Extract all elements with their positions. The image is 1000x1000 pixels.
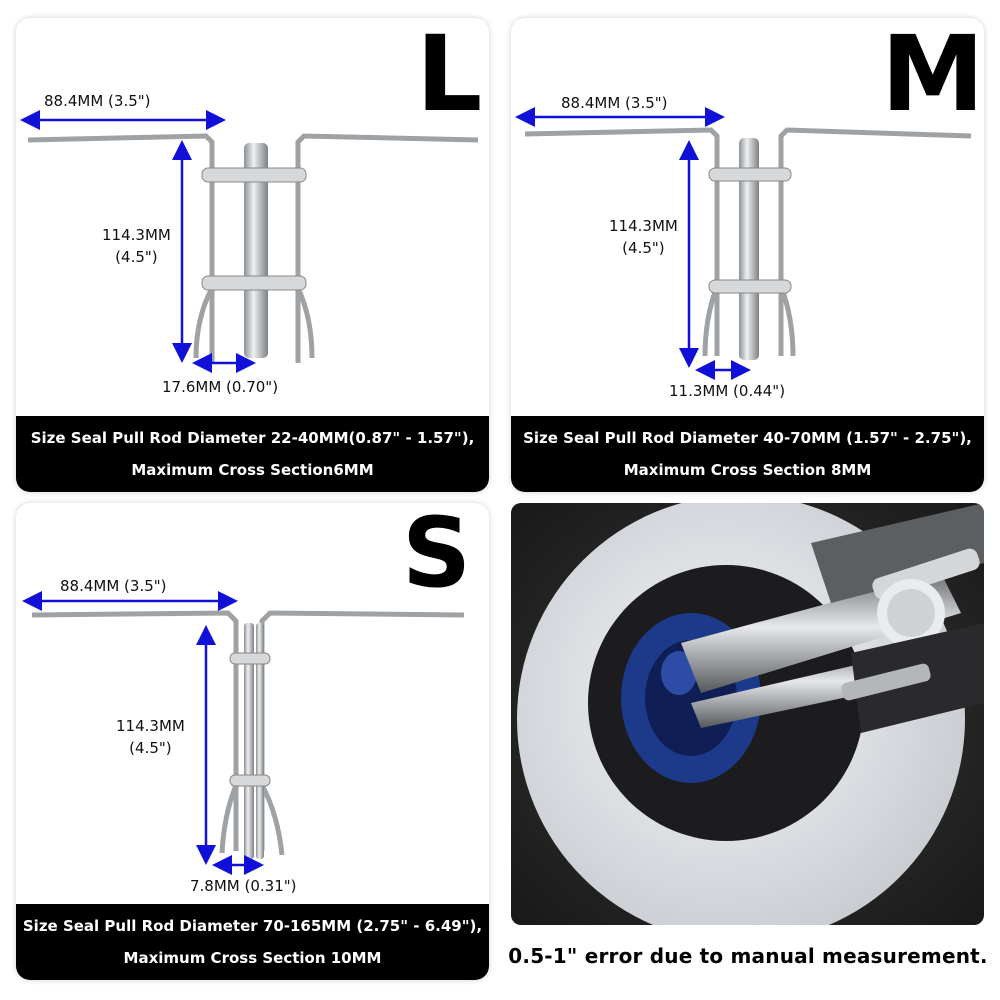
- size-l-panel: L 88.4MM (3.5") 114.3MM (4.5") 17.6MM (0…: [16, 18, 489, 492]
- height-label-s-mm: 114.3MM: [116, 717, 185, 735]
- size-letter-m: M: [881, 18, 984, 135]
- height-label-s-in: (4.5"): [129, 739, 172, 757]
- width-label-s: 88.4MM (3.5"): [60, 577, 167, 595]
- seal-puller-s-illustration: [22, 591, 465, 875]
- height-label-m-mm: 114.3MM: [609, 217, 678, 235]
- size-m-panel: M 88.4MM (3.5") 114.3MM (4.5") 11.3MM (0…: [511, 18, 984, 492]
- height-label-l-in: (4.5"): [115, 248, 158, 266]
- caption-m-line2: Maximum Cross Section 8MM: [623, 461, 872, 479]
- usage-photo-illustration: [511, 503, 984, 925]
- caption-l: Size Seal Pull Rod Diameter 22-40MM(0.87…: [16, 416, 489, 492]
- size-s-panel: S 88.4MM (3.5") 114.3MM (4.5") 7.8MM (0.…: [16, 503, 489, 980]
- size-letter-l: L: [416, 18, 483, 135]
- gap-label-s: 7.8MM (0.31"): [190, 877, 297, 895]
- caption-m-line1: Size Seal Pull Rod Diameter 40-70MM (1.5…: [523, 429, 972, 447]
- caption-l-line2: Maximum Cross Section6MM: [131, 461, 374, 479]
- caption-l-line1: Size Seal Pull Rod Diameter 22-40MM(0.87…: [30, 429, 475, 447]
- seal-puller-l-illustration: [20, 110, 479, 373]
- gap-label-m: 11.3MM (0.44"): [669, 382, 786, 400]
- caption-s-line2: Maximum Cross Section 10MM: [123, 949, 382, 967]
- height-label-l-mm: 114.3MM: [102, 226, 171, 244]
- seal-puller-m-illustration: [515, 107, 972, 380]
- measurement-note: 0.5-1" error due to manual measurement.: [508, 944, 988, 968]
- caption-s: Size Seal Pull Rod Diameter 70-165MM (2.…: [16, 904, 489, 980]
- usage-photo: [511, 503, 984, 925]
- caption-m: Size Seal Pull Rod Diameter 40-70MM (1.5…: [511, 416, 984, 492]
- gap-label-l: 17.6MM (0.70"): [162, 378, 279, 396]
- width-label-l: 88.4MM (3.5"): [44, 92, 151, 110]
- height-label-s: 114.3MM (4.5"): [116, 715, 185, 759]
- width-label-m: 88.4MM (3.5"): [561, 94, 668, 112]
- caption-s-line1: Size Seal Pull Rod Diameter 70-165MM (2.…: [22, 917, 483, 935]
- height-label-m-in: (4.5"): [622, 239, 665, 257]
- height-label-m: 114.3MM (4.5"): [609, 215, 678, 259]
- height-label-l: 114.3MM (4.5"): [102, 224, 171, 268]
- size-letter-s: S: [402, 503, 472, 609]
